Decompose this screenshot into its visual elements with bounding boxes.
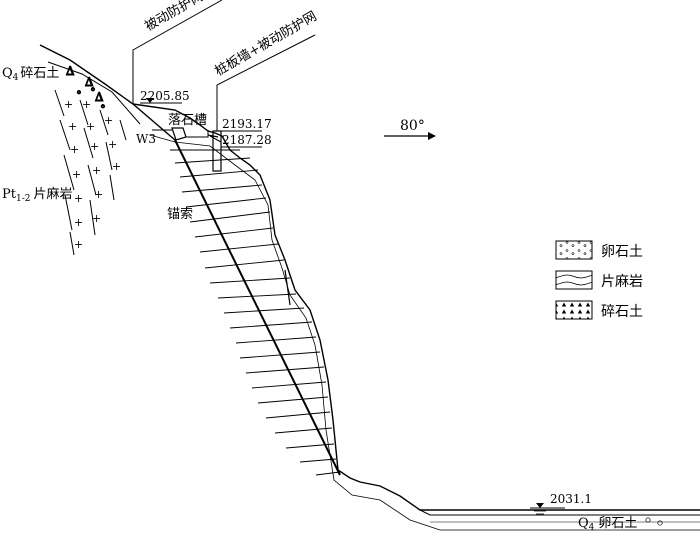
elevation-1-text: 2205.85 [140,89,190,103]
gneiss-plus-marks: + + + + + + + + + + + + + + + + [64,98,121,251]
w3-label: W3 [136,132,156,146]
gneiss-rock-hatch [54,89,127,256]
direction-indicator: 80° [384,118,436,140]
legend-item-gneiss: 片麻岩 [555,270,643,290]
water-level: 2031.1 [530,492,592,515]
elevation-2-text: 2193.17 [222,117,272,131]
svg-text:∆: ∆ [95,90,103,104]
svg-text:+: + [86,120,95,133]
elevation-3-text: 2187.28 [222,133,272,147]
svg-text:+: + [82,98,91,111]
svg-text:∆: ∆ [85,75,93,89]
elevation-3: 2187.28 [221,133,272,148]
anchor-cable-label: 锚索 [167,207,193,222]
svg-text:+: + [74,192,83,205]
svg-text:+: + [72,168,81,181]
svg-text:+: + [64,98,73,111]
anchor-hatch [170,149,341,476]
svg-text:+: + [92,164,101,177]
svg-text:+: + [94,188,103,201]
svg-text:+: + [112,160,121,173]
gravel-soil-wedge: ∆ ∆ ∆ ∘ ∘ ∘ [39,44,176,141]
svg-text:+: + [104,114,113,127]
svg-text:+: + [68,120,77,133]
svg-text:∘: ∘ [90,82,96,96]
slope-profile [132,103,700,531]
svg-text:+: + [74,216,83,229]
direction-label: 80° [400,118,425,134]
svg-text:+: + [108,138,117,151]
legend: 卵石土 片麻岩 碎石土 [555,240,643,320]
legend-label-gneiss: 片麻岩 [601,274,643,290]
svg-text:+: + [74,238,83,251]
svg-text:+: + [92,212,101,225]
pile-wall-net-callout: 桩板墙+被动防护网 [212,8,320,131]
svg-text:+: + [70,143,79,156]
svg-text:∘: ∘ [100,99,106,113]
svg-text:+: + [90,140,99,153]
pile-wall-net-label: 桩板墙+被动防护网 [212,8,320,79]
elevation-2: 2193.17 [221,117,272,132]
legend-label-pebble: 卵石土 [601,244,643,260]
legend-item-gravel: 碎石土 [555,300,643,320]
legend-item-pebble: 卵石土 [555,240,643,260]
svg-text:∘: ∘ [76,85,82,99]
passive-net-label: 被动防护网 [142,0,206,34]
elevation-1: 2205.85 [140,89,190,104]
anchor-cable [174,134,341,476]
legend-label-gravel: 碎石土 [601,304,643,320]
svg-text:∆: ∆ [66,64,74,78]
water-level-text: 2031.1 [550,492,592,506]
rockfall-trench-label: 落石槽 [168,113,207,128]
